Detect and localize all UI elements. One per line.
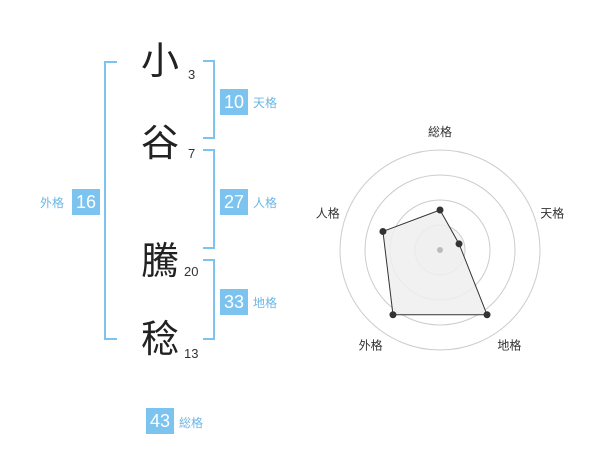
radar-axis-label-1: 総格 bbox=[428, 124, 452, 139]
tenkaku-value: 10 bbox=[220, 89, 248, 115]
radar-point-2 bbox=[455, 240, 463, 248]
radar-point-5 bbox=[379, 227, 387, 235]
radar-point-3 bbox=[483, 311, 491, 319]
tenkaku-label: 天格 bbox=[253, 96, 278, 110]
gaikaku-bracket bbox=[104, 61, 117, 340]
radar-point-1 bbox=[436, 206, 444, 214]
chikaku-bracket bbox=[203, 259, 215, 340]
radar-axis-label-5: 人格 bbox=[316, 206, 340, 221]
chikaku-value: 33 bbox=[220, 289, 248, 315]
jinkaku-bracket bbox=[203, 149, 215, 249]
jinkaku-label: 人格 bbox=[253, 196, 278, 210]
soukaku-label: 総格 bbox=[179, 416, 204, 430]
name-char-3: 騰 bbox=[141, 239, 180, 283]
name-char-4: 稔 bbox=[141, 317, 180, 361]
radar-point-4 bbox=[389, 311, 397, 319]
stroke-count-2: 7 bbox=[188, 146, 196, 161]
gaikaku-value: 16 bbox=[72, 189, 100, 215]
radar-ring-3 bbox=[364, 174, 516, 326]
name-char-1: 小 bbox=[141, 39, 180, 83]
stroke-count-4: 13 bbox=[184, 346, 199, 361]
gaikaku-label: 外格 bbox=[40, 196, 65, 210]
soukaku-value: 43 bbox=[146, 408, 174, 434]
stroke-count-3: 20 bbox=[184, 264, 199, 279]
name-char-2: 谷 bbox=[141, 121, 180, 165]
tenkaku-bracket bbox=[203, 60, 215, 139]
radar-center bbox=[437, 247, 443, 253]
stroke-count-1: 3 bbox=[188, 67, 196, 82]
radar-axis-label-3: 地格 bbox=[497, 337, 521, 352]
radar-axis-label-4: 外格 bbox=[359, 337, 383, 352]
jinkaku-value: 27 bbox=[220, 189, 248, 215]
chikaku-label: 地格 bbox=[253, 296, 278, 310]
radar-ring-4 bbox=[339, 149, 541, 351]
radar-axis-label-2: 天格 bbox=[540, 206, 564, 221]
radar-area bbox=[382, 209, 488, 316]
